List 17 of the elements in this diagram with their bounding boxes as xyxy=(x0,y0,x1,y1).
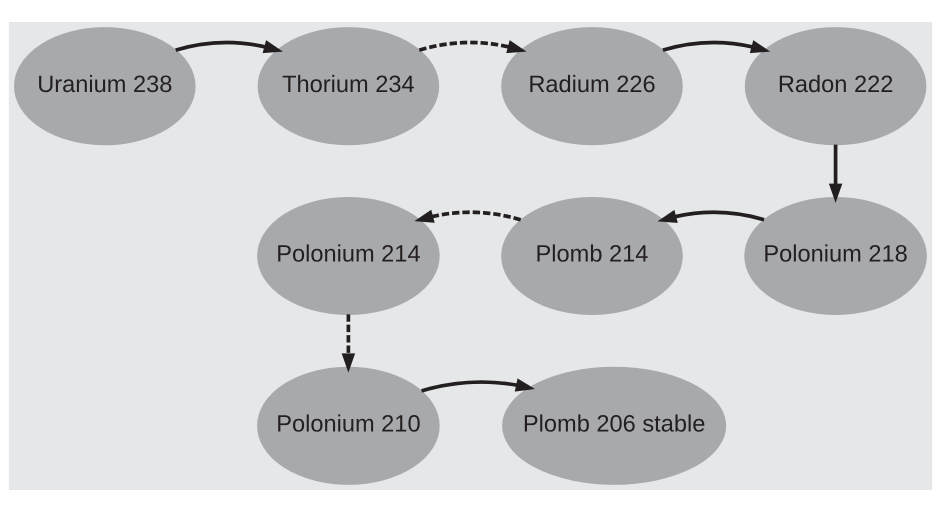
arrow xyxy=(414,210,522,223)
node-ellipse: Uranium 238 xyxy=(14,27,196,146)
arrow xyxy=(175,40,283,54)
node-ellipse: Polonium 210 xyxy=(257,366,440,485)
arrow xyxy=(421,378,535,393)
node-ellipse: Plomb 206 stable xyxy=(502,366,726,485)
arrow xyxy=(657,210,765,223)
arrow xyxy=(828,144,842,203)
arrow xyxy=(662,40,770,54)
node-ellipse: Thorium 234 xyxy=(258,27,440,146)
arrow xyxy=(418,40,527,54)
node-ellipse: Polonium 214 xyxy=(257,196,440,316)
node-ellipse: Radon 222 xyxy=(744,27,926,146)
arrow xyxy=(342,314,356,373)
node-ellipse: Polonium 218 xyxy=(744,196,927,316)
node-ellipse: Radium 226 xyxy=(501,27,683,146)
node-ellipse: Plomb 214 xyxy=(501,196,683,316)
